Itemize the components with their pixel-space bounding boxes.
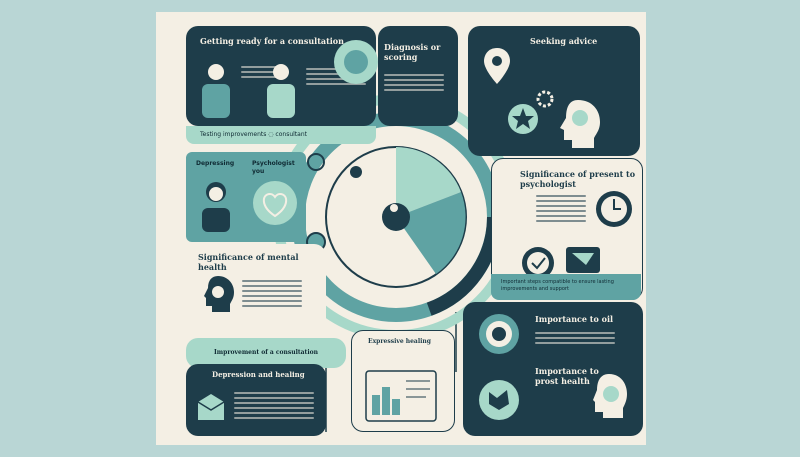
panel-significance-mental: Significance of mental health — [186, 244, 326, 334]
caption-text: Important steps compatible to ensure las… — [501, 279, 614, 292]
label-right: Psychologist you — [252, 160, 295, 175]
label-left: Depressing — [196, 160, 235, 167]
panel-consultation-footer: Testing improvements ◌ consultant — [186, 126, 376, 144]
panel-title: Getting ready for a consultation — [200, 36, 344, 46]
panel-depression-healing: Depression and healing — [186, 364, 326, 436]
panel-title: Importance to prost health — [535, 366, 599, 386]
checkmark-icon — [522, 247, 554, 279]
panel-title: Seeking advice — [530, 36, 598, 46]
panel-title: Depression and healing — [212, 370, 305, 379]
person-icon — [202, 64, 230, 118]
panel-title: Improvement of a consultation — [214, 349, 318, 356]
footer-text: Testing improvements ◌ consultant — [200, 131, 307, 138]
person-icon — [202, 182, 230, 232]
panel-title: Significance of present to psychologist — [520, 169, 636, 189]
panel-expressive-healing: Expressive healing — [351, 330, 455, 432]
star-icon — [508, 104, 538, 134]
panel-title: Importance to oil — [535, 314, 614, 324]
infographic-poster: Getting ready for a consultation Testing… — [156, 12, 646, 445]
panel-title: Significance of mental health — [198, 252, 299, 272]
clock-icon — [596, 191, 632, 227]
puzzle-icon — [197, 394, 225, 420]
location-pin-icon — [484, 48, 510, 84]
head-profile-icon — [204, 276, 234, 312]
panel-importance: Importance to oil Importance to prost he… — [463, 302, 643, 436]
target-icon — [334, 40, 378, 84]
panel-seeking: Seeking advice — [468, 26, 640, 156]
panel-title: Diagnosis or scoring — [384, 42, 441, 62]
panel-improvement-consult: Improvement of a consultation — [186, 338, 346, 368]
panel-title: Expressive healing — [368, 338, 431, 345]
panel-teal-caption: Important steps compatible to ensure las… — [491, 274, 641, 300]
gear-icon — [536, 90, 554, 108]
panel-depressing: Depressing Psychologist you — [186, 152, 306, 242]
target-icon — [479, 314, 519, 354]
puzzle-icon — [479, 380, 519, 420]
panel-diagnosis: Diagnosis or scoring — [378, 26, 458, 126]
chat-icon — [566, 247, 600, 273]
heart-icon — [253, 181, 297, 225]
bar-chart-icon — [365, 370, 437, 422]
head-profile-icon — [593, 374, 627, 418]
person-icon — [267, 64, 295, 118]
head-profile-icon — [560, 100, 600, 148]
